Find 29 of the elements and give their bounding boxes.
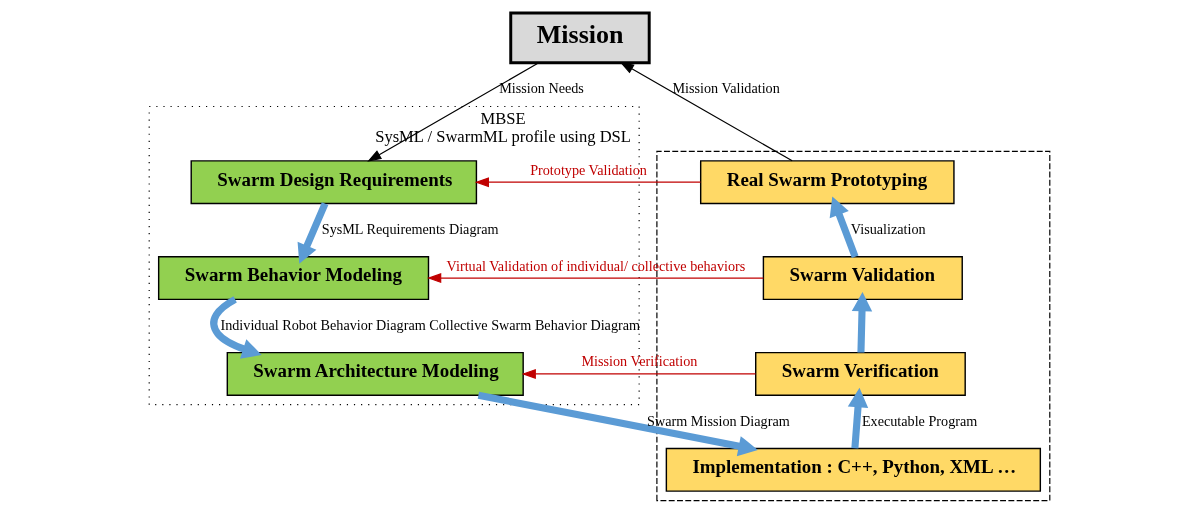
- arrow: [367, 62, 540, 162]
- edge-label: Mission Needs: [499, 79, 584, 96]
- edge-label: Visualization: [850, 220, 926, 237]
- arrow: [477, 391, 758, 457]
- arrow: [297, 202, 329, 264]
- arrow: [427, 273, 764, 284]
- arrow: [851, 291, 873, 353]
- arrow: [210, 296, 262, 359]
- node-box: Swarm Verification: [755, 351, 966, 396]
- node-box: Swarm Behavior Modeling: [157, 256, 430, 301]
- node-box: Swarm Design Requirements: [190, 160, 478, 205]
- arrow: [847, 387, 869, 449]
- arrow: [474, 177, 702, 188]
- arrow: [619, 61, 793, 162]
- node-box: Swarm Validation: [762, 256, 963, 301]
- node-box: Mission: [509, 11, 651, 65]
- edge-label: Individual Robot Behavior Diagram Collective Swarm Behavior Diagram: [220, 316, 641, 333]
- edge-label: Executable Program: [861, 412, 978, 429]
- arrow: [829, 196, 859, 258]
- node-box: Swarm Architecture Modeling: [226, 351, 524, 396]
- edge-label: SysML Requirements Diagram: [321, 220, 499, 237]
- node-box: Real Swarm Prototyping: [699, 160, 955, 205]
- edge-label: Prototype Validation: [530, 161, 647, 178]
- edge-label: Swarm Mission Diagram: [647, 412, 790, 429]
- node-box: Implementation : C++, Python, XML …: [665, 447, 1042, 492]
- edge-label: Mission Validation: [672, 79, 780, 96]
- edge-label: Virtual Validation of individual/ collective behaviors: [446, 257, 746, 274]
- arrow: [521, 368, 756, 379]
- edge-label: Mission Verification: [581, 353, 698, 370]
